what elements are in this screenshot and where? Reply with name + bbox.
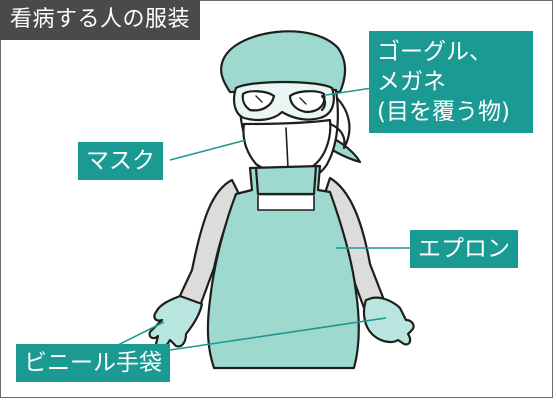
label-apron: エプロン <box>410 230 518 268</box>
leader-mask <box>169 139 247 161</box>
label-goggles-line-3: (目を覆う物) <box>377 99 510 125</box>
label-goggles-line-2: メガネ <box>377 69 446 95</box>
label-goggles: ゴーグル、 メガネ (目を覆う物) <box>369 31 533 133</box>
apron <box>206 164 360 370</box>
label-mask: マスク <box>78 142 163 180</box>
leader-gloves-right <box>169 317 387 351</box>
label-gloves: ビニール手袋 <box>16 344 170 382</box>
left-glove-icon <box>148 294 204 349</box>
right-glove-icon <box>362 296 415 346</box>
head-cover <box>220 30 347 94</box>
figure-title: 看病する人の服装 <box>0 0 201 40</box>
leader-goggles <box>325 87 373 96</box>
label-goggles-line-1: ゴーグル、 <box>377 39 492 65</box>
